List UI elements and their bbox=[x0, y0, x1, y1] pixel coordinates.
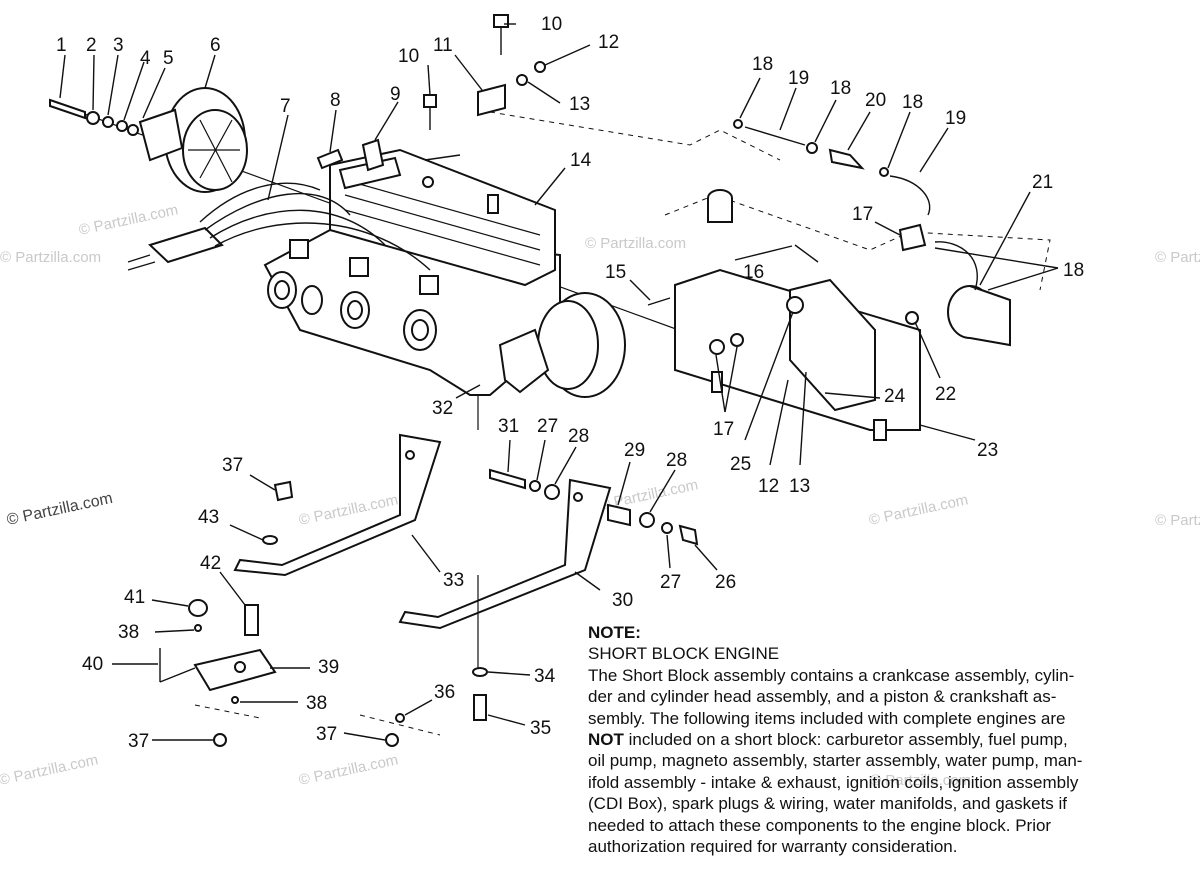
callout-27-bottom: 27 bbox=[660, 572, 681, 593]
callout-35: 35 bbox=[530, 718, 551, 739]
watermark: © Partzilla.com bbox=[1155, 249, 1200, 266]
note-line: sembly. The following items included wit… bbox=[588, 708, 1066, 728]
mount-plate-assembly bbox=[647, 119, 1051, 441]
callout-37-bottom: 37 bbox=[128, 731, 149, 752]
note-line: NOT included on a short block: carbureto… bbox=[588, 729, 1188, 750]
callout-11: 11 bbox=[433, 35, 453, 56]
callout-21: 21 bbox=[1032, 172, 1053, 193]
watermark: © Partzilla.com bbox=[77, 201, 179, 239]
callout-32: 32 bbox=[432, 398, 453, 419]
callout-16: 16 bbox=[743, 262, 764, 283]
callout-37-top: 37 bbox=[222, 455, 243, 476]
callout-1: 1 bbox=[56, 35, 67, 56]
callout-37-middle: 37 bbox=[316, 724, 337, 745]
note-line: authorization required for warranty cons… bbox=[588, 837, 958, 857]
short-block-note: NOTE: SHORT BLOCK ENGINE The Short Block… bbox=[588, 622, 1188, 857]
callout-13-bottom: 13 bbox=[789, 476, 810, 497]
callout-5: 5 bbox=[163, 48, 174, 69]
watermark: © Partzilla.com bbox=[297, 751, 399, 789]
callout-7: 7 bbox=[280, 96, 291, 117]
bracket-assembly bbox=[159, 433, 699, 747]
callout-2: 2 bbox=[86, 35, 97, 56]
callout-28-left: 28 bbox=[568, 426, 589, 447]
note-line: der and cylinder head assembly, and a pi… bbox=[588, 687, 1057, 707]
callout-36: 36 bbox=[434, 682, 455, 703]
callout-20: 20 bbox=[865, 90, 886, 111]
callout-33: 33 bbox=[443, 570, 464, 591]
callout-3: 3 bbox=[113, 35, 124, 56]
callout-41: 41 bbox=[124, 587, 145, 608]
callout-19: 19 bbox=[788, 68, 809, 89]
callout-18: 18 bbox=[830, 78, 851, 99]
note-line: The Short Block assembly contains a cran… bbox=[588, 665, 1075, 685]
callout-26: 26 bbox=[715, 572, 736, 593]
note-line: needed to attach these components to the… bbox=[588, 815, 1052, 835]
callout-12-top: 12 bbox=[598, 32, 619, 53]
engine-block bbox=[49, 14, 781, 430]
note-line-rest: included on a short block: carburetor as… bbox=[623, 730, 1068, 750]
callout-30: 30 bbox=[612, 590, 633, 611]
watermark: © Partzilla.com bbox=[867, 491, 969, 529]
callout-4: 4 bbox=[140, 48, 151, 69]
callout-25: 25 bbox=[730, 454, 751, 475]
callout-10-left: 10 bbox=[398, 46, 419, 67]
note-line: ifold assembly - intake & exhaust, ignit… bbox=[588, 772, 1079, 792]
leader-lines bbox=[59, 23, 1059, 741]
callout-18: 18 bbox=[902, 92, 923, 113]
callout-9: 9 bbox=[390, 84, 401, 105]
callout-18: 18 bbox=[1063, 260, 1084, 281]
callout-38-right: 38 bbox=[306, 693, 327, 714]
callout-12-bottom: 12 bbox=[758, 476, 779, 497]
note-not-emphasis: NOT bbox=[588, 730, 624, 750]
callout-24: 24 bbox=[884, 386, 906, 407]
callout-17-bottom: 17 bbox=[713, 419, 734, 440]
watermark: © Partzilla.com bbox=[1155, 512, 1200, 529]
callout-19: 19 bbox=[945, 108, 966, 129]
watermark: © Partzilla.com bbox=[5, 490, 114, 529]
callout-34: 34 bbox=[534, 666, 556, 687]
note-line: (CDI Box), spark plugs & wiring, water m… bbox=[588, 794, 1068, 814]
callout-28-right: 28 bbox=[666, 450, 687, 471]
watermark: © Partzilla.com bbox=[0, 751, 100, 789]
note-heading: NOTE: bbox=[588, 623, 641, 642]
callout-10-top: 10 bbox=[541, 14, 562, 35]
callout-31: 31 bbox=[498, 416, 519, 437]
callout-29: 29 bbox=[624, 440, 645, 461]
callout-38-left: 38 bbox=[118, 622, 139, 643]
callout-39: 39 bbox=[318, 657, 339, 678]
callout-13-top: 13 bbox=[569, 94, 590, 115]
callout-14: 14 bbox=[570, 150, 592, 171]
note-line: oil pump, magneto assembly, starter asse… bbox=[588, 751, 1083, 771]
callout-22: 22 bbox=[935, 384, 956, 405]
callout-labels: 1 2 3 4 5 6 7 8 9 10 10 11 12 13 14 15 1… bbox=[56, 14, 1084, 752]
callout-42: 42 bbox=[200, 553, 221, 574]
callout-43: 43 bbox=[198, 507, 219, 528]
callout-15: 15 bbox=[605, 262, 626, 283]
callout-18: 18 bbox=[752, 54, 773, 75]
callout-27-top: 27 bbox=[537, 416, 558, 437]
callout-8: 8 bbox=[330, 90, 341, 111]
watermark: © Partzilla.com bbox=[870, 772, 971, 789]
callout-40: 40 bbox=[82, 654, 103, 675]
callout-17-top: 17 bbox=[852, 204, 873, 225]
note-subheading: SHORT BLOCK ENGINE bbox=[588, 644, 780, 664]
watermark: © Partzilla.com bbox=[585, 235, 686, 252]
callout-6: 6 bbox=[210, 35, 221, 56]
watermark: © Partzilla.com bbox=[0, 249, 101, 266]
callout-23: 23 bbox=[977, 440, 998, 461]
